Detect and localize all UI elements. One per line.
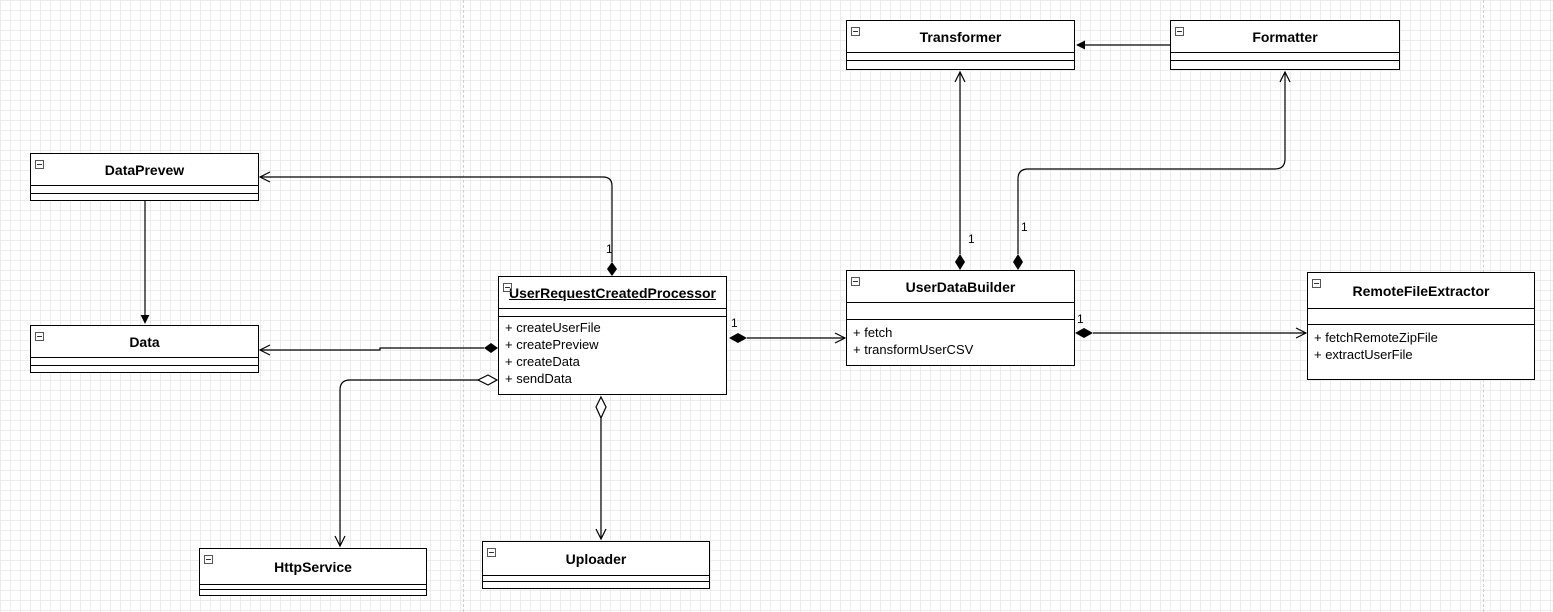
method: + createPreview bbox=[505, 337, 599, 352]
edge-processor-dataprevew bbox=[260, 177, 613, 262]
class-name: Transformer bbox=[919, 29, 1002, 45]
class-header: Uploader bbox=[483, 542, 709, 576]
collapse-icon[interactable] bbox=[851, 277, 860, 286]
diamond-processor-dataprevew bbox=[607, 262, 617, 276]
multiplicity-processor-dataprevew: 1 bbox=[606, 242, 613, 256]
class-dataprevew[interactable]: DataPrevew bbox=[30, 153, 259, 201]
attributes-section bbox=[200, 585, 426, 590]
collapse-icon[interactable] bbox=[851, 27, 860, 36]
class-header: UserRequestCreatedProcessor bbox=[499, 277, 726, 309]
collapse-icon[interactable] bbox=[1312, 279, 1321, 288]
class-name: UserDataBuilder bbox=[905, 279, 1016, 295]
edge-processor-data bbox=[260, 348, 484, 350]
edge-processor-http bbox=[340, 379, 478, 546]
class-user-request-created-processor[interactable]: UserRequestCreatedProcessor + createUser… bbox=[498, 276, 727, 395]
diamond-builder-transformer bbox=[955, 254, 965, 270]
collapse-icon[interactable] bbox=[35, 160, 44, 169]
collapse-icon[interactable] bbox=[204, 555, 213, 564]
diamond-builder-extractor bbox=[1075, 328, 1093, 338]
class-remote-file-extractor[interactable]: RemoteFileExtractor + fetchRemoteZipFile… bbox=[1307, 272, 1535, 380]
class-data[interactable]: Data bbox=[30, 325, 259, 373]
collapse-icon[interactable] bbox=[503, 283, 512, 292]
class-name: Formatter bbox=[1252, 29, 1318, 45]
methods-section: + fetchRemoteZipFile + extractUserFile bbox=[1308, 325, 1534, 367]
method: + fetchRemoteZipFile bbox=[1314, 330, 1438, 345]
collapse-icon[interactable] bbox=[487, 548, 496, 557]
class-header: RemoteFileExtractor bbox=[1308, 273, 1534, 309]
multiplicity-builder-extractor: 1 bbox=[1077, 312, 1084, 326]
attributes-section bbox=[1171, 53, 1399, 61]
method: + createUserFile bbox=[505, 320, 601, 335]
method: + fetch bbox=[853, 325, 893, 340]
attributes-section bbox=[483, 576, 709, 582]
attributes-section bbox=[1308, 309, 1534, 325]
methods-section: + createUserFile + createPreview + creat… bbox=[499, 317, 726, 389]
class-uploader[interactable]: Uploader bbox=[482, 541, 710, 589]
method: + sendData bbox=[505, 371, 572, 386]
class-user-data-builder[interactable]: UserDataBuilder + fetch + transformUserC… bbox=[846, 270, 1075, 366]
diamond-builder-formatter bbox=[1013, 254, 1023, 270]
diamond-processor-uploader bbox=[595, 395, 607, 420]
attributes-section bbox=[847, 303, 1074, 320]
attributes-section bbox=[31, 186, 258, 194]
class-header: Data bbox=[31, 326, 258, 358]
class-header: DataPrevew bbox=[31, 154, 258, 186]
edge-builder-formatter bbox=[1017, 72, 1285, 254]
class-transformer[interactable]: Transformer bbox=[846, 20, 1075, 70]
page-break-left bbox=[463, 0, 464, 612]
collapse-icon[interactable] bbox=[1175, 27, 1184, 36]
method: + createData bbox=[505, 354, 580, 369]
diamond-processor-http bbox=[476, 374, 499, 386]
class-formatter[interactable]: Formatter bbox=[1170, 20, 1400, 70]
class-header: UserDataBuilder bbox=[847, 271, 1074, 303]
class-name: Uploader bbox=[565, 551, 627, 567]
diamond-processor-data bbox=[484, 343, 498, 353]
attributes-section bbox=[847, 53, 1074, 61]
method: + extractUserFile bbox=[1314, 347, 1413, 362]
multiplicity-processor-builder: 1 bbox=[731, 316, 738, 330]
collapse-icon[interactable] bbox=[35, 332, 44, 341]
methods-section: + fetch + transformUserCSV bbox=[847, 320, 1074, 362]
class-name: RemoteFileExtractor bbox=[1352, 283, 1490, 299]
attributes-section bbox=[31, 358, 258, 366]
class-header: HttpService bbox=[200, 549, 426, 585]
class-http-service[interactable]: HttpService bbox=[199, 548, 427, 596]
multiplicity-builder-transformer: 1 bbox=[968, 232, 975, 246]
attributes-section bbox=[499, 309, 726, 317]
class-header: Formatter bbox=[1171, 21, 1399, 53]
class-header: Transformer bbox=[847, 21, 1074, 53]
class-name: UserRequestCreatedProcessor bbox=[509, 285, 716, 301]
multiplicity-builder-formatter: 1 bbox=[1021, 220, 1028, 234]
class-name: DataPrevew bbox=[104, 162, 185, 178]
class-name: Data bbox=[129, 334, 160, 350]
method: + transformUserCSV bbox=[853, 342, 974, 357]
diamond-processor-builder bbox=[729, 333, 747, 343]
class-name: HttpService bbox=[274, 559, 352, 575]
